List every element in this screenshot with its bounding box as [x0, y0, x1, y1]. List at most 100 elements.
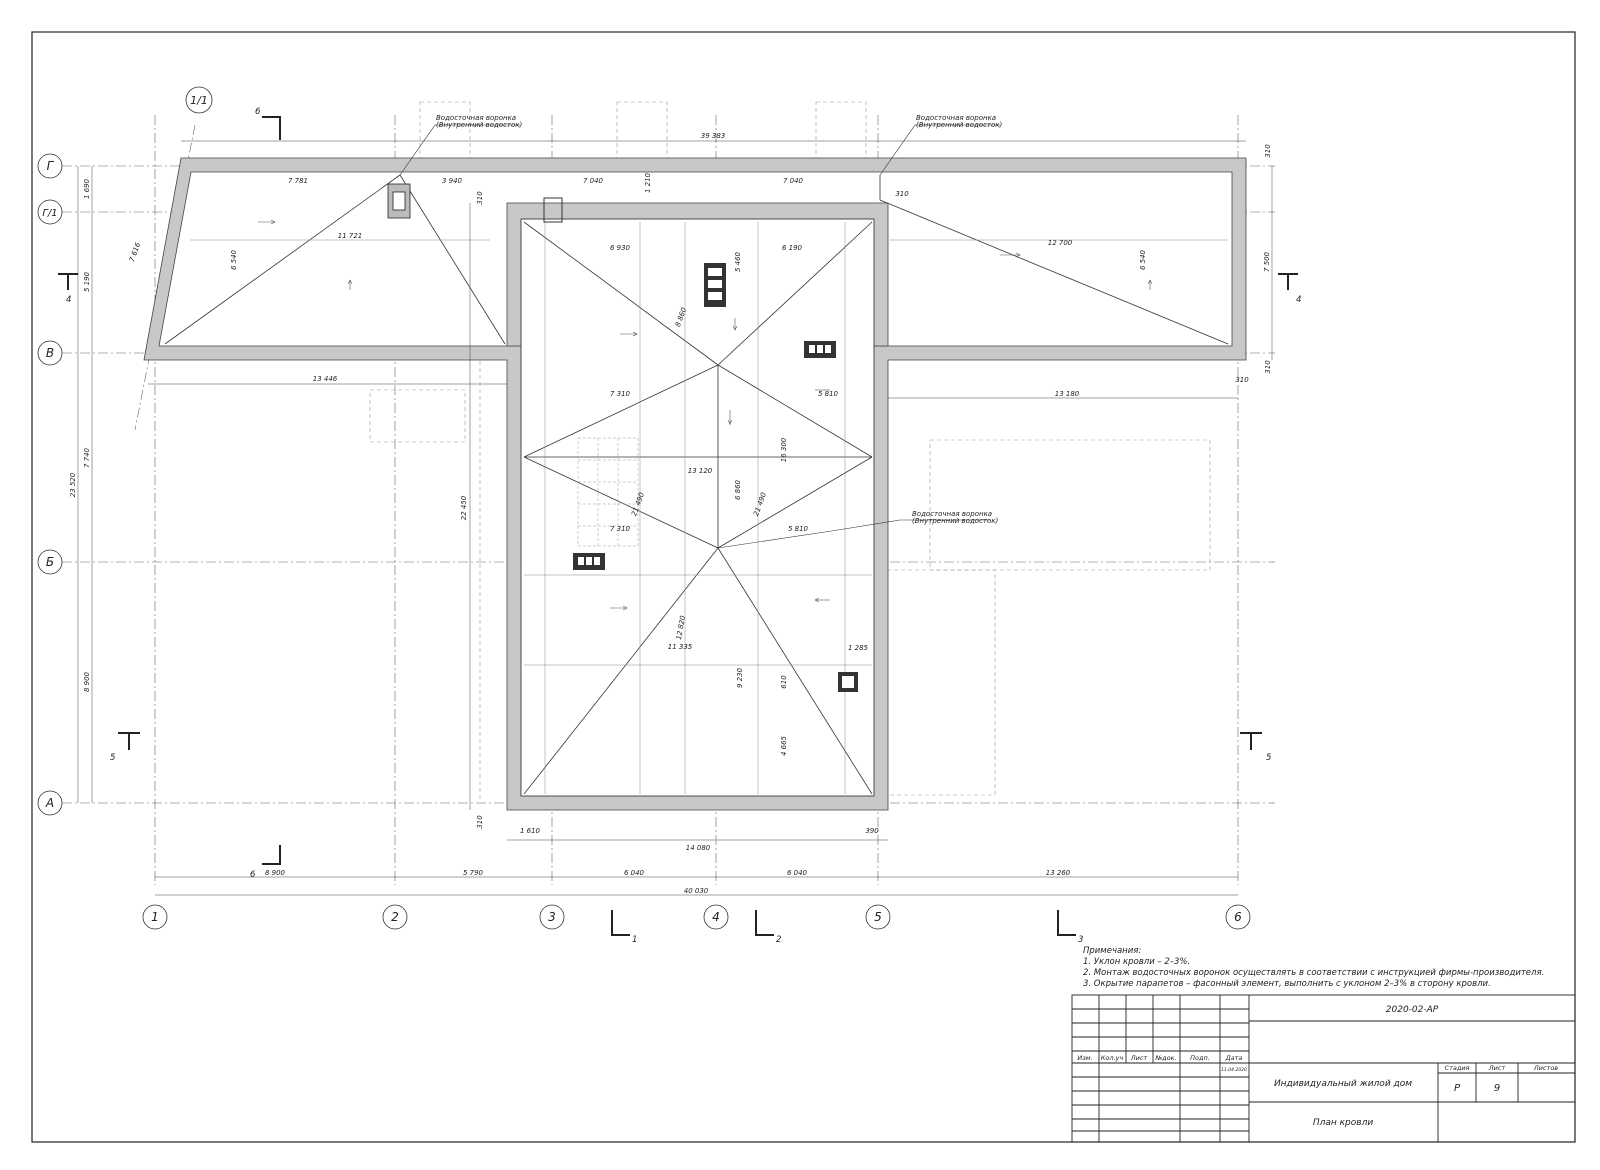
dimension-value: 6 190 [782, 244, 803, 252]
sheets-label: Листов [1533, 1064, 1558, 1072]
dimension-value: 5 810 [818, 390, 839, 398]
slope-arrows [258, 219, 1153, 611]
axis-bubbles [37, 86, 1251, 930]
section-label: 1 [632, 935, 637, 945]
dimension-value: 12 700 [1048, 239, 1073, 247]
tb-header: Изм. [1077, 1054, 1092, 1062]
section-label: 3 [1078, 935, 1083, 945]
dimension-value: 3 940 [442, 177, 463, 185]
dimension-value: 11 721 [338, 232, 363, 240]
dimension-value: 390 [865, 827, 879, 835]
title-block-text: 2020-02-АР Изм. Кол.уч Лист №док. Подп. … [1077, 1005, 1558, 1128]
axis-label: 1 [151, 910, 159, 924]
dimension-value: 39 383 [701, 132, 726, 140]
sheet-label: Лист [1488, 1064, 1506, 1072]
dimension-value: 14 080 [686, 844, 711, 852]
funnel-label: Водосточная воронка [436, 114, 516, 122]
axis-label: В [46, 346, 54, 360]
dimension-value: 7 040 [783, 177, 804, 185]
dimension-value: 13 120 [688, 467, 713, 475]
dimension-value: 7 310 [610, 525, 631, 533]
dimension-texts: 39 383 7 781 3 940 7 040 1 210 7 040 11 … [69, 132, 1272, 895]
dimension-value: 7 616 [128, 241, 143, 263]
axis-label: 1/1 [190, 94, 208, 107]
dimension-value: 11 335 [668, 643, 693, 651]
stage-value: Р [1454, 1083, 1461, 1094]
note-item: 2. Монтаж водосточных воронок осуществля… [1083, 968, 1544, 978]
dimension-value: 310 [476, 191, 484, 205]
funnel-leaders [399, 124, 1000, 549]
sheet-name: План кровли [1313, 1118, 1373, 1128]
dimension-value: 310 [1235, 376, 1249, 384]
axis-label: 6 [1234, 910, 1242, 924]
dimension-value: 6 540 [230, 249, 238, 270]
axis-label: Г [47, 159, 55, 173]
dimension-value: 610 [780, 675, 788, 689]
axis-label: Б [46, 555, 54, 569]
section-label: 6 [250, 870, 256, 880]
dimension-value: 5 810 [788, 525, 809, 533]
dimension-value: 7 740 [83, 447, 91, 468]
stage-label: Стадия [1445, 1064, 1470, 1072]
roof-equipment [387, 183, 858, 692]
dimension-value: 7 781 [288, 177, 308, 185]
dimension-value: 6 540 [1139, 249, 1147, 270]
dimension-value: 7 500 [1263, 251, 1271, 272]
slope-lines [164, 174, 1229, 795]
dimension-value: 1 610 [520, 827, 541, 835]
section-label: 6 [255, 107, 261, 117]
section-label: 4 [66, 295, 71, 305]
dimension-value: 22 450 [460, 495, 468, 520]
funnel-label: Водосточная воронка [916, 114, 996, 122]
notes-title: Примечания: [1083, 946, 1141, 956]
dimension-value: 13 180 [1055, 390, 1080, 398]
dimension-value: 1 690 [83, 178, 91, 199]
tb-date: 11.04.2020 [1221, 1067, 1247, 1073]
axis-label: 3 [548, 910, 556, 924]
axis-label: 5 [874, 910, 882, 924]
section-label: 4 [1296, 295, 1301, 305]
axis-label: Г/1 [42, 208, 57, 219]
doc-code: 2020-02-АР [1386, 1005, 1439, 1015]
dimension-value: 5 460 [734, 251, 742, 272]
dimension-value: 7 310 [610, 390, 631, 398]
funnel-labels: Водосточная воронка (Внутренний водосток… [436, 114, 1003, 525]
axis-label: 4 [712, 910, 720, 924]
tb-header: Лист [1130, 1054, 1148, 1062]
notes: Примечания: 1. Уклон кровли – 2–3%. 2. М… [1083, 946, 1544, 989]
dimension-value: 6 040 [787, 869, 808, 877]
dimension-value: 8 900 [83, 671, 91, 692]
dimension-value: 9 230 [736, 667, 744, 688]
dimension-value: 8 900 [265, 869, 286, 877]
funnel-label: (Внутренний водосток) [916, 121, 1003, 129]
dimension-value: 6 040 [624, 869, 645, 877]
section-label: 5 [1266, 753, 1271, 763]
dimension-value: 310 [1264, 144, 1272, 158]
note-item: 1. Уклон кровли – 2–3%. [1083, 957, 1190, 967]
funnel-label: (Внутренний водосток) [912, 517, 999, 525]
section-markers [58, 116, 1298, 936]
dimension-value: 6 930 [610, 244, 631, 252]
dimension-value: 7 040 [583, 177, 604, 185]
dimension-value: 40 030 [684, 887, 709, 895]
axis-label: А [45, 796, 54, 810]
tb-header: Кол.уч [1101, 1054, 1124, 1062]
tb-header: Подп. [1190, 1054, 1210, 1062]
dimension-value: 310 [476, 815, 484, 829]
dimension-value: 5 790 [463, 869, 484, 877]
tb-header: №док. [1154, 1054, 1176, 1062]
dimension-value: 1 210 [644, 172, 652, 193]
sheet-value: 9 [1494, 1083, 1500, 1094]
roof-parapet [143, 157, 1247, 811]
stair-grid [577, 437, 639, 547]
sheet-frame [31, 31, 1576, 1143]
dimension-value: 13 446 [313, 375, 338, 383]
axis-label: 2 [391, 910, 399, 924]
tb-header: Дата [1225, 1054, 1243, 1062]
dimension-value: 5 190 [83, 271, 91, 292]
funnel-label: Водосточная воронка [912, 510, 992, 518]
axis-labels: 1 2 3 4 5 6 Г Г/1 В Б А 1/1 [42, 94, 1242, 924]
dimension-value: 310 [895, 190, 909, 198]
section-label: 2 [776, 935, 781, 945]
